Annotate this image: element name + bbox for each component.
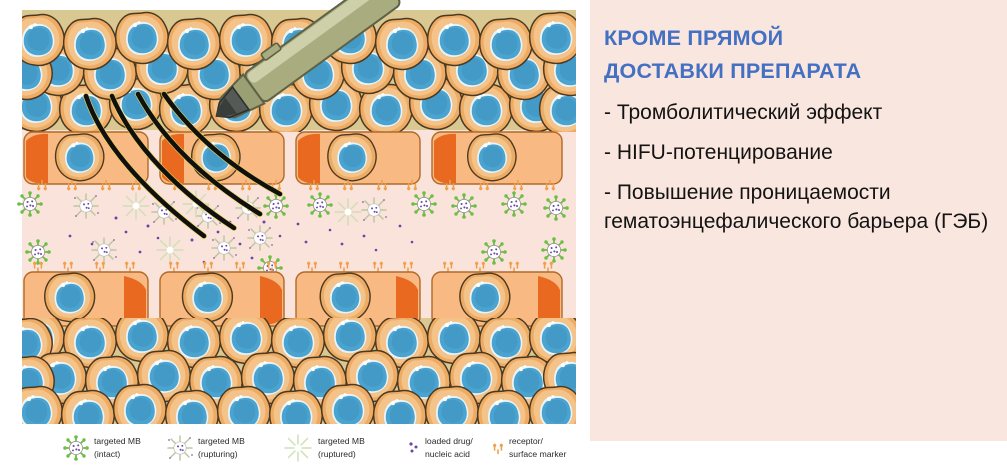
drug-payload-icon — [409, 442, 418, 453]
ultrasound-beam-arcs — [83, 91, 283, 239]
text-panel-content: КРОМЕ ПРЯМОЙ ДОСТАВКИ ПРЕПАРАТА - Тромбо… — [604, 22, 1001, 236]
panel-bullet-2: - HIFU-потенцирование — [604, 141, 833, 164]
legend-label-line2: (intact) — [94, 449, 120, 459]
microbubble-rupturing-icon — [167, 435, 194, 461]
legend-item-drug: loaded drug/ nucleic acid — [409, 436, 473, 459]
microbubble-intact-icon — [410, 190, 438, 218]
receptor-marker-icon — [492, 442, 504, 455]
legend-label-line1: receptor/ — [509, 436, 544, 446]
legend-item-rupturing: targeted MB (rupturing) — [167, 435, 245, 461]
legend-label-line2: nucleic acid — [425, 449, 470, 459]
text-panel: КРОМЕ ПРЯМОЙ ДОСТАВКИ ПРЕПАРАТА - Тромбо… — [590, 0, 1007, 441]
illustration-panel — [8, 0, 583, 428]
illustration-svg — [16, 0, 576, 424]
microbubble-intact-icon — [62, 434, 90, 462]
ultrasound-transducer-probe[interactable] — [202, 0, 401, 131]
microbubble-intact-icon — [480, 238, 508, 266]
legend-bar: targeted MB (intact) targeted MB (ruptur… — [8, 428, 583, 469]
legend-label-line1: targeted MB — [198, 436, 245, 446]
microbubble-rupturing-icon — [73, 193, 100, 219]
microbubble-ruptured-icon — [122, 192, 150, 220]
panel-bullet-3: - Повышение проницаемости гематоэнцефали… — [604, 181, 989, 233]
microbubble-intact-icon — [542, 194, 570, 222]
microbubble-rupturing-icon — [247, 225, 274, 251]
panel-heading-line-1: КРОМЕ ПРЯМОЙ — [604, 26, 784, 50]
legend-item-ruptured: targeted MB (ruptured) — [284, 434, 365, 462]
microbubble-intact-icon — [16, 190, 44, 218]
microbubble-ruptured-icon — [334, 198, 362, 226]
legend-label-line2: (ruptured) — [318, 449, 356, 459]
microbubble-rupturing-icon — [91, 237, 118, 263]
microbubble-intact-icon — [540, 236, 568, 264]
microbubble-rupturing-icon — [211, 235, 238, 261]
legend-label-line2: surface marker — [509, 449, 566, 459]
microbubble-ruptured-icon — [156, 236, 184, 264]
legend-label-line1: loaded drug/ — [425, 436, 473, 446]
microbubble-intact-icon — [450, 192, 478, 220]
tumor-tissue-cell-layer-bottom — [22, 318, 576, 424]
microbubble-rupturing-icon — [361, 197, 388, 223]
legend-label-line1: targeted MB — [318, 436, 365, 446]
microbubble-intact-icon — [262, 192, 290, 220]
microbubble-intact-icon — [24, 238, 52, 266]
panel-bullet-1: - Тромболитический эффект — [604, 101, 883, 124]
legend-svg: targeted MB (intact) targeted MB (ruptur… — [62, 434, 566, 462]
legend-item-receptor: receptor/ surface marker — [492, 436, 566, 459]
legend-item-intact: targeted MB (intact) — [62, 434, 141, 462]
endothelial-cell-row-bottom — [23, 260, 563, 327]
legend-label-line2: (rupturing) — [198, 449, 238, 459]
panel-heading-line-2: ДОСТАВКИ ПРЕПАРАТА — [604, 59, 862, 83]
legend-label-line1: targeted MB — [94, 436, 141, 446]
microbubble-intact-icon — [306, 191, 334, 219]
microbubble-ruptured-icon — [284, 434, 312, 462]
microbubble-intact-icon — [500, 190, 528, 218]
panel-footer-spacer — [590, 441, 1007, 469]
